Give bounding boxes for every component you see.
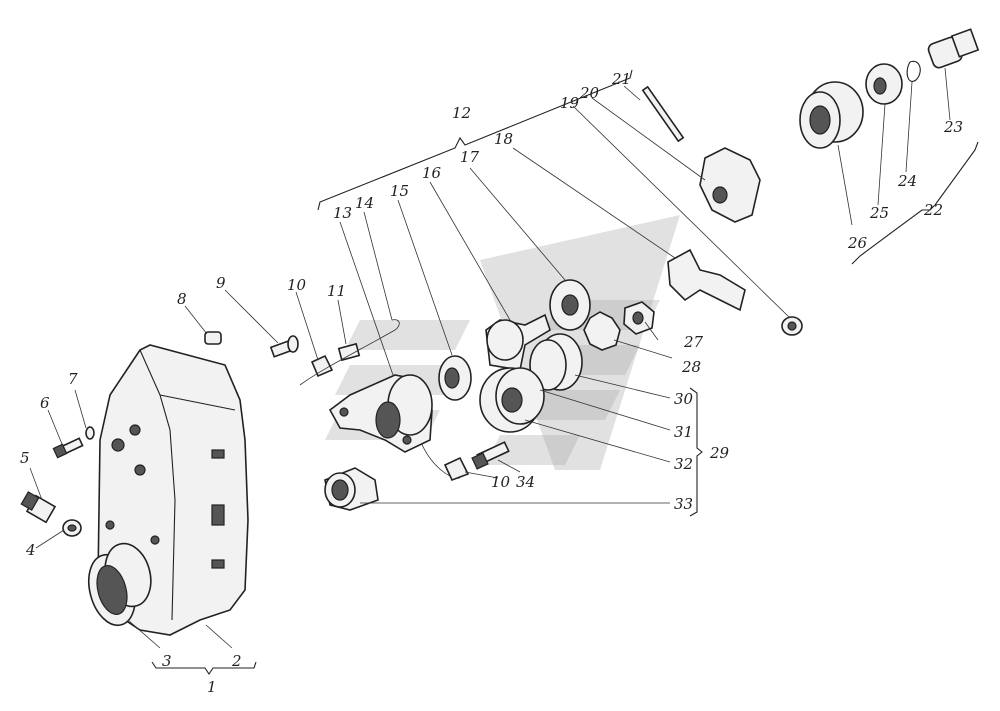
- label-6: 6: [40, 394, 50, 412]
- label-34: 34: [516, 473, 535, 491]
- label-33: 33: [674, 495, 693, 513]
- label-24: 24: [897, 172, 917, 190]
- label-5: 5: [20, 449, 30, 467]
- label-26: 26: [847, 234, 868, 252]
- label-14: 14: [355, 194, 374, 212]
- label-15: 15: [390, 182, 409, 200]
- roller-part-26: [799, 81, 864, 149]
- label-4: 4: [25, 541, 36, 559]
- washer-part-7: [85, 426, 95, 440]
- bracket-part-20: [699, 147, 761, 223]
- pin-part-21: [641, 85, 685, 143]
- plug-part-5: [20, 491, 57, 524]
- label-10-lower: 10: [491, 473, 511, 491]
- lock-plate-part-10: [310, 354, 334, 378]
- pin-part-8: [204, 331, 222, 345]
- gear-part-32: [479, 367, 545, 433]
- brace-group-1: [151, 661, 257, 675]
- housing-assembly: [87, 344, 249, 636]
- brace-group-29: [689, 387, 703, 517]
- part-number-labels: 1 2 3 4 5 6 7 8 9 10 10 11 12 13 14 15 1…: [20, 70, 963, 696]
- label-30: 30: [674, 390, 694, 408]
- label-16: 16: [422, 164, 442, 182]
- label-12: 12: [452, 104, 471, 122]
- label-11: 11: [327, 282, 346, 300]
- label-3: 3: [162, 652, 172, 670]
- lever-part-18: [667, 248, 746, 312]
- bolt-part-34: [471, 441, 510, 470]
- cam-part-30: [529, 333, 583, 391]
- label-29: 29: [709, 444, 730, 462]
- label-8: 8: [177, 290, 187, 308]
- label-22: 22: [923, 201, 943, 219]
- sleeve-part-33: [324, 467, 379, 511]
- label-28: 28: [681, 358, 701, 376]
- label-25: 25: [869, 204, 889, 222]
- screw-part-9: [269, 335, 299, 358]
- wire-part-14: [299, 319, 400, 386]
- pin-part-23: [927, 28, 980, 69]
- label-17: 17: [460, 148, 480, 166]
- label-18: 18: [494, 130, 513, 148]
- label-7: 7: [68, 370, 78, 388]
- label-9: 9: [216, 274, 226, 292]
- label-20: 20: [579, 84, 600, 102]
- label-1: 1: [207, 678, 217, 696]
- star-washer-part-28: [583, 311, 621, 351]
- label-19: 19: [560, 94, 580, 112]
- label-10-upper: 10: [287, 276, 307, 294]
- label-13: 13: [333, 204, 352, 222]
- label-2: 2: [231, 652, 242, 670]
- label-31: 31: [674, 423, 693, 441]
- label-23: 23: [943, 118, 963, 136]
- bearing-part-17: [549, 279, 591, 331]
- gear-shaft-part-16: [485, 313, 551, 371]
- brace-group-12: [317, 69, 633, 211]
- bearing-part-15: [438, 355, 472, 401]
- bolt-part-6: [52, 437, 84, 459]
- leader-lines: [29, 67, 951, 649]
- screw-part-11: [337, 342, 361, 362]
- brace-group-22: [851, 141, 979, 265]
- retaining-ring-part-24: [906, 60, 921, 82]
- lock-plate-part-10-lower: [443, 456, 470, 482]
- label-21: 21: [611, 70, 631, 88]
- bushing-part-19: [781, 316, 803, 336]
- label-32: 32: [674, 455, 693, 473]
- label-27: 27: [683, 333, 704, 351]
- nut-part-25: [865, 63, 903, 105]
- bearing-housing-part-13: [328, 374, 433, 453]
- nut-part-27: [623, 301, 655, 335]
